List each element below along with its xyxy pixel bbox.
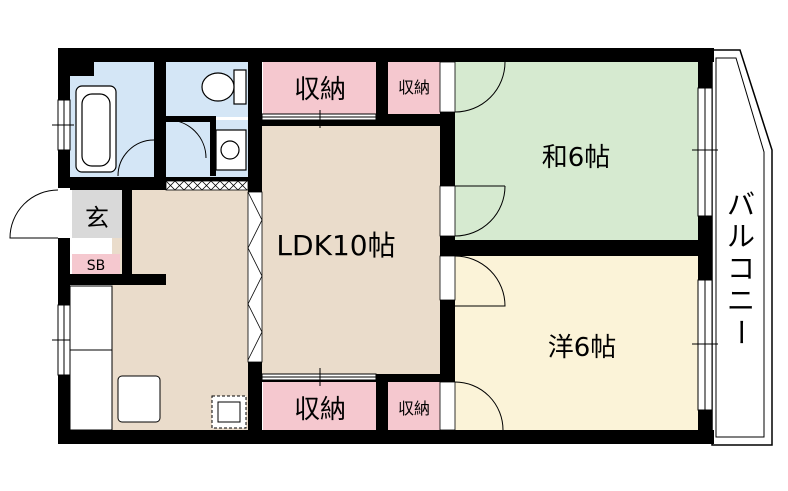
label-shoe-box: SB xyxy=(87,258,106,274)
label-storage-top-small: 収納 xyxy=(398,78,430,97)
entry-door-arc xyxy=(9,189,59,239)
label-youshitsu: 洋6帖 xyxy=(548,333,617,363)
washitsu-door-arc xyxy=(454,185,506,237)
washroom-threshold xyxy=(165,180,249,191)
storage-top-small-door xyxy=(439,61,456,113)
toilet-icon xyxy=(201,69,247,105)
label-storage-top-large: 収納 xyxy=(294,75,346,105)
storage-bottom-large xyxy=(263,382,376,430)
youshitsu-door-opening xyxy=(439,255,456,301)
balcony-char: コ xyxy=(727,252,755,285)
balcony-inner xyxy=(715,57,765,438)
walls xyxy=(58,48,714,444)
balcony-char: ー xyxy=(724,318,757,346)
floor-genkan xyxy=(72,190,122,238)
bathtub-icon xyxy=(75,85,117,173)
fridge-icon xyxy=(211,395,247,429)
balcony-char: ル xyxy=(727,220,755,253)
window-washitsu xyxy=(692,87,718,217)
storage-bottom-small xyxy=(388,382,440,430)
shoe-box xyxy=(72,254,120,274)
kitchen-counter xyxy=(69,285,161,431)
floor-ldk xyxy=(262,126,440,374)
storage-bottom-sliding-door xyxy=(261,368,377,386)
storage-top-small xyxy=(388,62,440,114)
label-genkan: 玄 xyxy=(85,204,109,232)
balcony-label: バ ル コ ニ ー xyxy=(724,188,757,346)
wash-basin-icon xyxy=(215,129,247,171)
washitsu-storage-arc xyxy=(454,61,506,113)
label-ldk: LDK10帖 xyxy=(276,229,395,262)
floor-youshitsu xyxy=(455,256,698,432)
window-youshitsu xyxy=(692,279,718,411)
washroom-door-arc xyxy=(167,119,207,159)
storage-top-large xyxy=(263,62,376,114)
youshitsu-door-arc xyxy=(454,255,506,307)
folding-door xyxy=(247,191,263,363)
label-storage-bottom-large: 収納 xyxy=(294,395,346,425)
balcony-char: ニ xyxy=(727,284,755,317)
youshitsu-storage-arc xyxy=(454,381,504,431)
label-storage-bottom-small: 収納 xyxy=(398,399,430,418)
window-bath xyxy=(52,99,74,151)
bath-door-arc xyxy=(117,139,155,177)
storage-top-sliding-door xyxy=(261,110,377,128)
storage-bottom-small-door xyxy=(439,381,456,431)
balcony-char: バ xyxy=(727,188,755,221)
washitsu-door-opening xyxy=(439,185,456,237)
label-washitsu: 和6帖 xyxy=(542,143,611,173)
